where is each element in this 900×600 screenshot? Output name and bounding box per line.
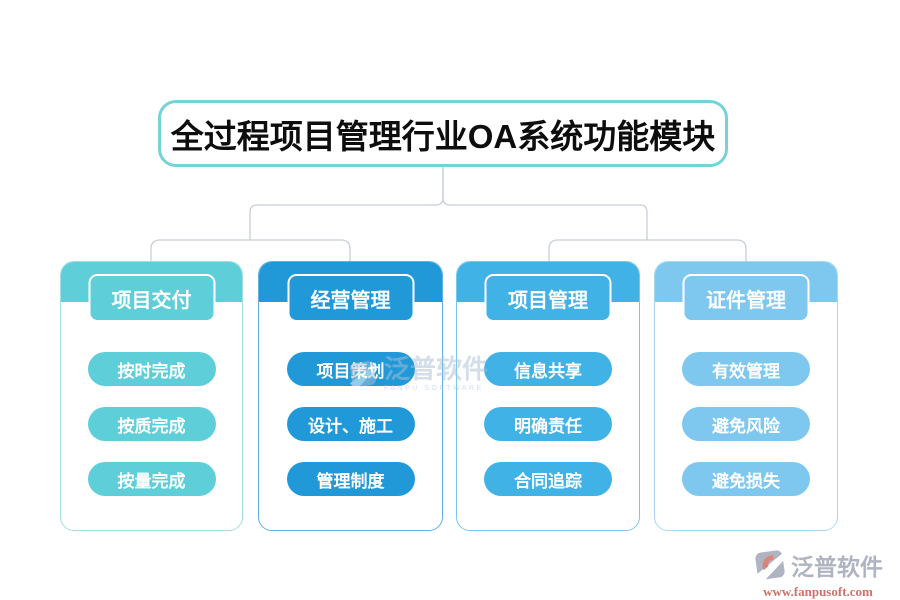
card-project-management: 项目管理 信息共享 明确责任 合同追踪 xyxy=(456,261,640,531)
fanpu-logo: 泛普软件 www.fanpusoft.com xyxy=(753,547,883,600)
logo-website-url: www.fanpusoft.com xyxy=(763,584,873,599)
fanpu-logo-icon xyxy=(755,550,786,583)
card-header: 项目管理 xyxy=(484,274,612,322)
card-header: 经营管理 xyxy=(287,274,414,322)
card-item: 有效管理 xyxy=(682,352,810,386)
card-item: 合同追踪 xyxy=(484,462,612,496)
card-item: 按量完成 xyxy=(87,462,216,496)
card-header: 项目交付 xyxy=(88,274,215,322)
card-item: 按时完成 xyxy=(87,352,216,386)
card-item: 信息共享 xyxy=(484,352,612,386)
card-item: 避免损失 xyxy=(682,462,810,496)
card-item: 避免风险 xyxy=(682,407,810,441)
card-item: 设计、施工 xyxy=(286,407,415,441)
card-business-management: 经营管理 项目策划 设计、施工 管理制度 xyxy=(258,261,443,531)
diagram-title: 全过程项目管理行业OA系统功能模块 xyxy=(158,100,728,167)
card-item: 管理制度 xyxy=(286,462,415,496)
card-item: 按质完成 xyxy=(87,407,216,441)
card-header: 证件管理 xyxy=(682,274,810,322)
card-certificate-management: 证件管理 有效管理 避免风险 避免损失 xyxy=(654,261,838,531)
card-item: 明确责任 xyxy=(484,407,612,441)
card-item: 项目策划 xyxy=(286,352,415,386)
card-project-delivery: 项目交付 按时完成 按质完成 按量完成 xyxy=(60,261,243,531)
logo-company-name: 泛普软件 xyxy=(791,554,883,580)
